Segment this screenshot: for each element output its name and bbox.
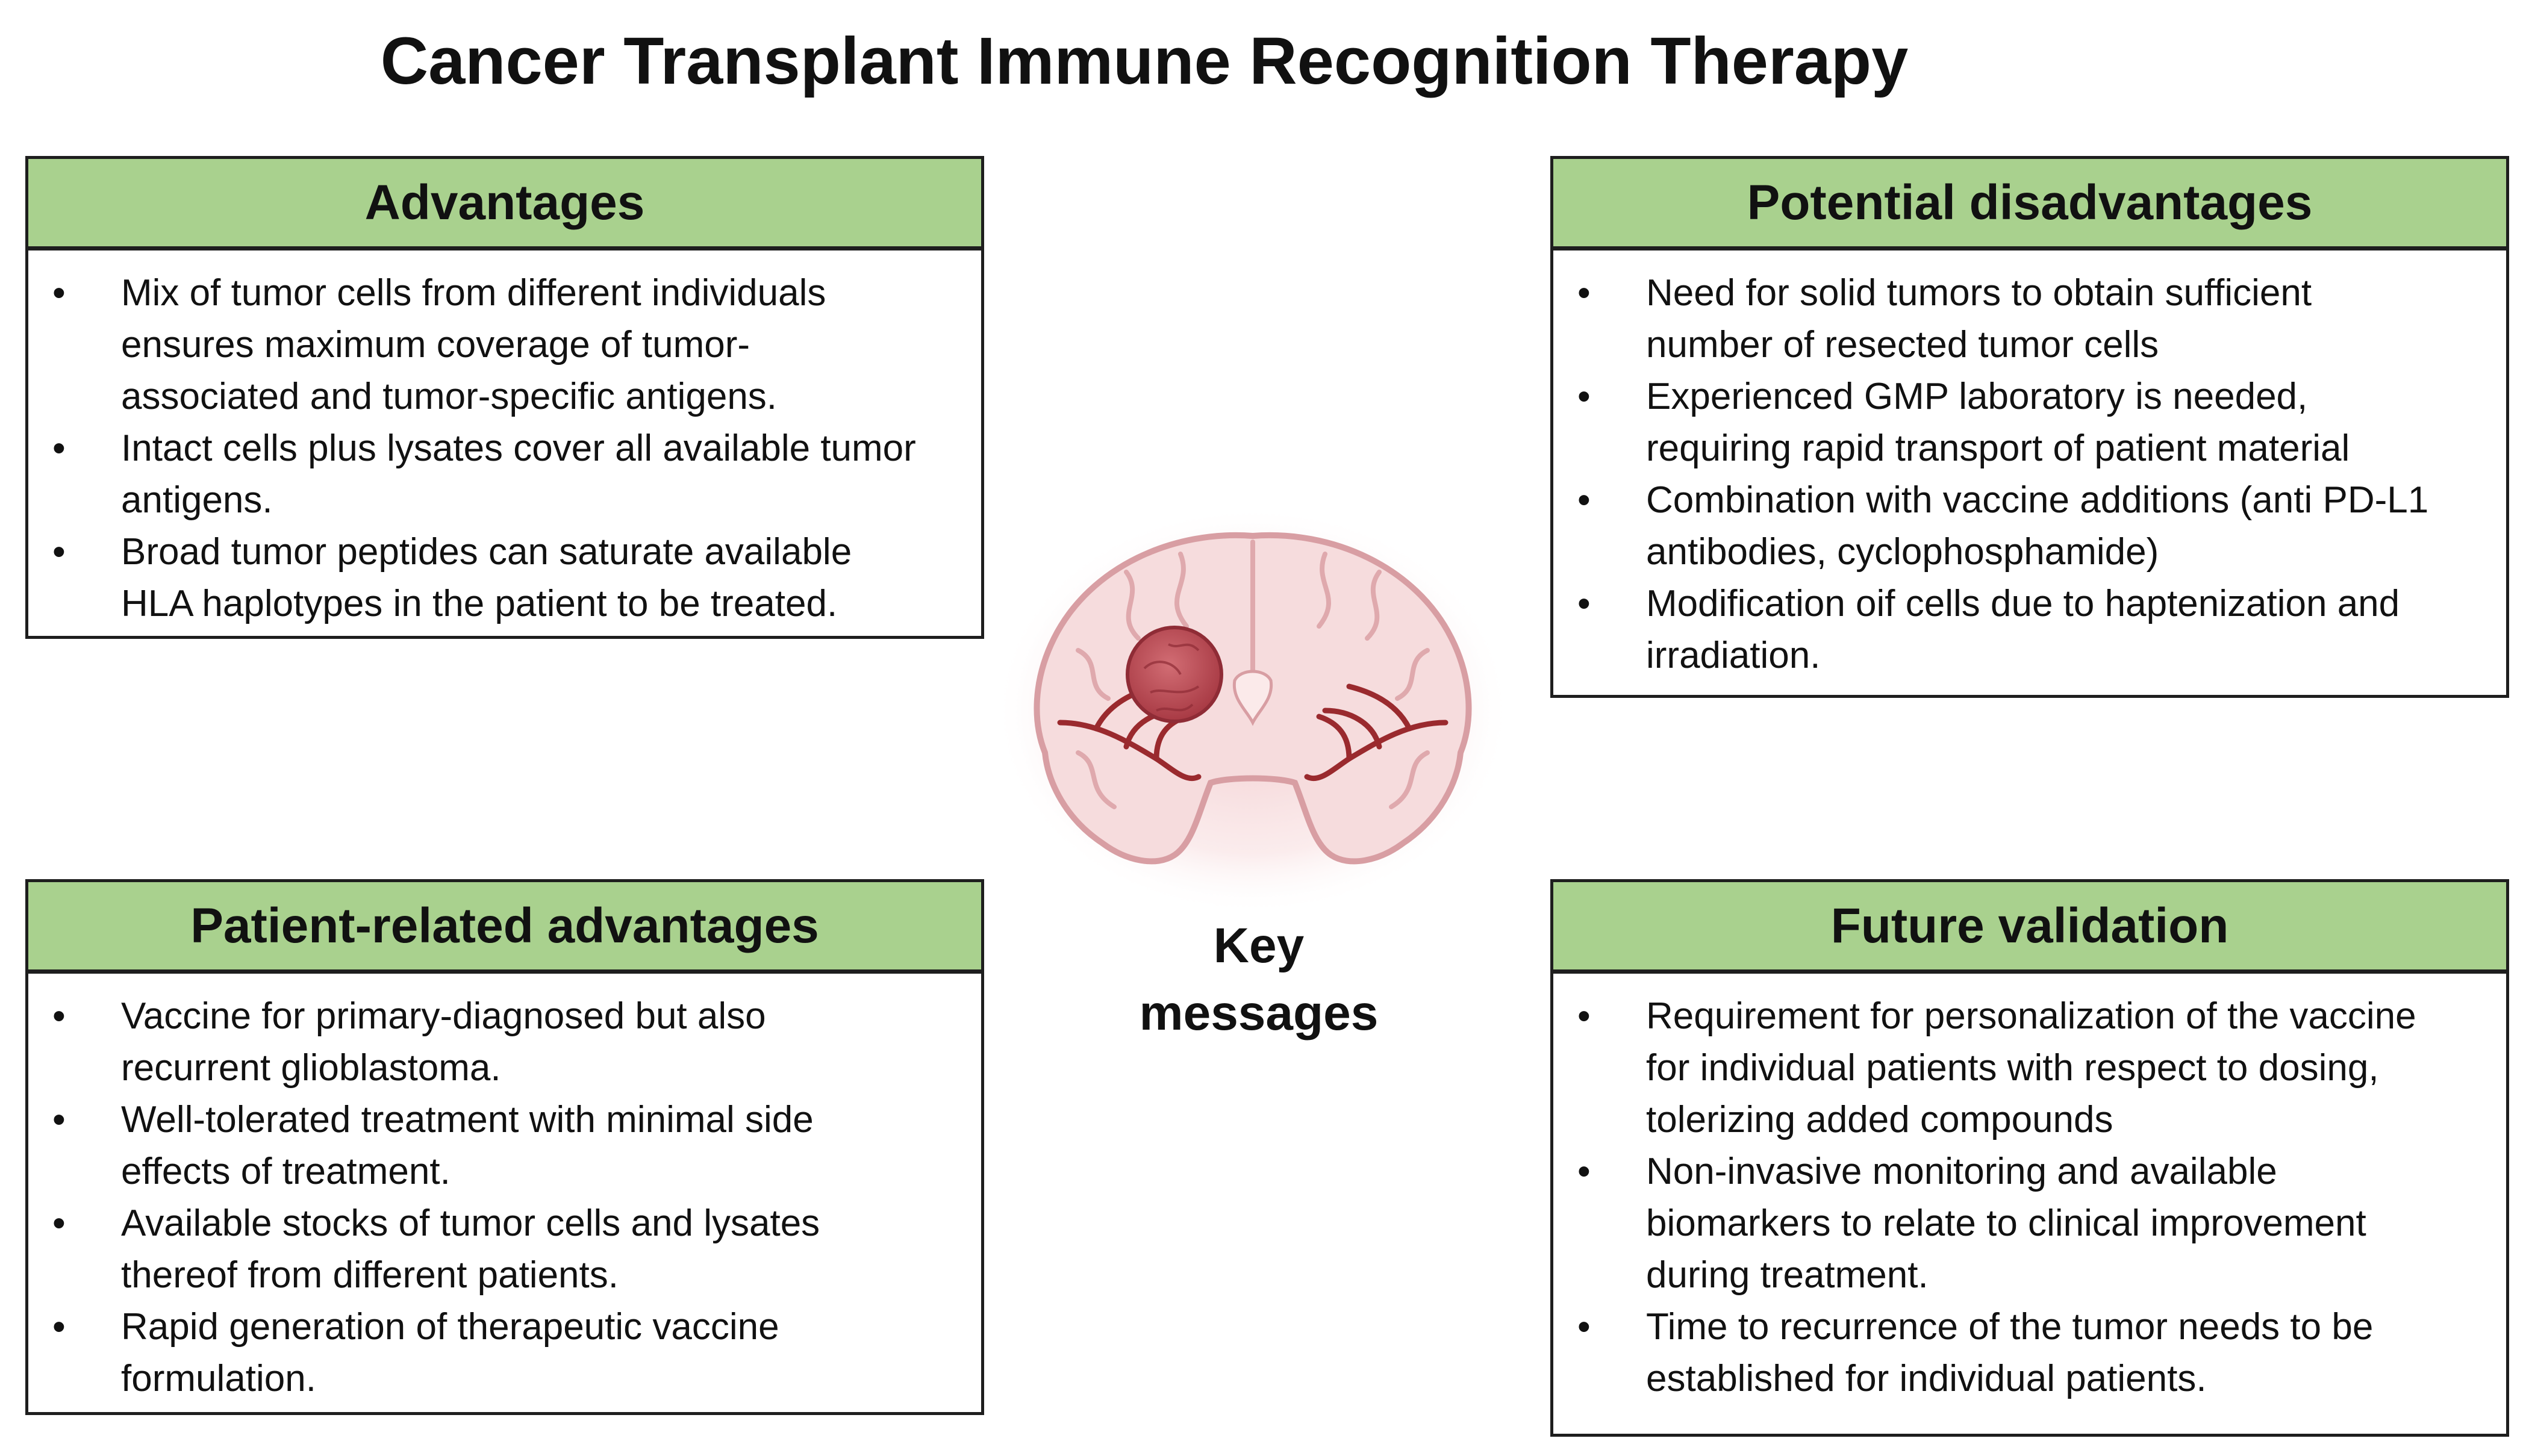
list-item: • Combination with vaccine additions (ant… [1577, 474, 2482, 578]
list-item-line: Combination with vaccine additions (anti… [1646, 479, 2429, 521]
patient-related-advantages-heading: Patient-related advantages [28, 882, 981, 974]
bullet-icon: • [52, 995, 66, 1037]
potential-disadvantages-list: • Need for solid tumors to obtain suffici… [1553, 250, 2506, 682]
list-item-line: associated and tumor-specific antigens. [121, 376, 778, 417]
list-item-line: biomarkers to relate to clinical improve… [1646, 1202, 2366, 1244]
key-messages-label: Key messages [1102, 912, 1415, 1047]
potential-disadvantages-heading: Potential disadvantages [1553, 159, 2506, 250]
bullet-icon: • [52, 272, 66, 314]
patient-related-advantages-list: • Vaccine for primary-diagnosed but also r… [28, 974, 981, 1405]
bullet-icon: • [52, 1099, 66, 1140]
ventricle [1232, 670, 1273, 726]
bullet-icon: • [52, 531, 66, 573]
list-item-line: for individual patients with respect to … [1646, 1047, 2379, 1089]
list-item-line: antibodies, cyclophosphamide) [1646, 531, 2159, 573]
future-validation-list: • Requirement for personalization of the … [1553, 974, 2506, 1405]
advantages-list: • Mix of tumor cells from different indiv… [28, 250, 981, 630]
list-item: • Requirement for personalization of the … [1577, 991, 2482, 1146]
list-item: • Rapid generation of therapeutic vaccine… [52, 1301, 957, 1405]
list-item-line: Time to recurrence of the tumor needs to… [1646, 1306, 2374, 1348]
bullet-icon: • [1577, 376, 1591, 417]
list-item: • Vaccine for primary-diagnosed but also r… [52, 991, 957, 1094]
list-item: • Need for solid tumors to obtain suffici… [1577, 267, 2482, 371]
list-item-line: Need for solid tumors to obtain sufficie… [1646, 272, 2312, 314]
list-item-line: formulation. [121, 1358, 316, 1399]
list-item-line: effects of treatment. [121, 1151, 451, 1192]
bullet-icon: • [1577, 995, 1591, 1037]
patient-related-advantages-panel: Patient-related advantages • Vaccine for … [25, 879, 984, 1415]
bullet-icon: • [1577, 1306, 1591, 1348]
brain-tumor-illustration [994, 506, 1512, 915]
tumor-mass [1126, 626, 1223, 723]
bullet-icon: • [1577, 583, 1591, 624]
list-item: • Well-tolerated treatment with minimal s… [52, 1094, 957, 1198]
list-item-line: Modification oif cells due to haptenizat… [1646, 583, 2400, 624]
list-item-line: Rapid generation of therapeutic vaccine [121, 1306, 779, 1348]
future-validation-panel: Future validation • Requirement for perso… [1550, 879, 2509, 1437]
list-item-line: Non-invasive monitoring and available [1646, 1151, 2277, 1192]
list-item-line: Intact cells plus lysates cover all avai… [121, 428, 916, 469]
bullet-icon: • [1577, 1151, 1591, 1192]
list-item-line: recurrent glioblastoma. [121, 1047, 501, 1089]
bullet-icon: • [1577, 479, 1591, 521]
list-item-line: during treatment. [1646, 1254, 1929, 1296]
list-item: • Experienced GMP laboratory is needed, re… [1577, 371, 2482, 474]
list-item-line: Experienced GMP laboratory is needed, [1646, 376, 2308, 417]
list-item-line: Mix of tumor cells from different indivi… [121, 272, 826, 314]
list-item-line: ensures maximum coverage of tumor- [121, 324, 750, 366]
list-item: • Mix of tumor cells from different indiv… [52, 267, 957, 423]
list-item-line: irradiation. [1646, 635, 1821, 676]
list-item-line: thereof from different patients. [121, 1254, 619, 1296]
tumor-texture [1143, 643, 1200, 712]
bullet-icon: • [1577, 272, 1591, 314]
list-item-line: HLA haplotypes in the patient to be trea… [121, 583, 838, 624]
list-item: • Time to recurrence of the tumor needs t… [1577, 1301, 2482, 1405]
list-item-line: established for individual patients. [1646, 1358, 2207, 1399]
gyri-folds [1076, 540, 1430, 809]
list-item-line: Vaccine for primary-diagnosed but also [121, 995, 766, 1037]
list-item-line: Well-tolerated treatment with minimal si… [121, 1099, 814, 1140]
list-item-line: Requirement for personalization of the v… [1646, 995, 2416, 1037]
bullet-icon: • [52, 1202, 66, 1244]
key-label-line-2: messages [1139, 986, 1379, 1041]
list-item-line: number of resected tumor cells [1646, 324, 2159, 366]
advantages-heading: Advantages [28, 159, 981, 250]
list-item-line: Broad tumor peptides can saturate availa… [121, 531, 852, 573]
list-item: • Broad tumor peptides can saturate avail… [52, 526, 957, 630]
list-item: • Modification oif cells due to hapteniza… [1577, 578, 2482, 682]
potential-disadvantages-panel: Potential disadvantages • Need for solid … [1550, 156, 2509, 698]
list-item-line: Available stocks of tumor cells and lysa… [121, 1202, 820, 1244]
list-item-line: tolerizing added compounds [1646, 1099, 2113, 1140]
key-label-line-1: Key [1213, 918, 1305, 973]
list-item: • Non-invasive monitoring and available bi… [1577, 1146, 2482, 1301]
list-item: • Available stocks of tumor cells and lys… [52, 1198, 957, 1301]
page-title: Cancer Transplant Immune Recognition The… [380, 24, 1909, 98]
bullet-icon: • [52, 1306, 66, 1348]
advantages-panel: Advantages • Mix of tumor cells from diff… [25, 156, 984, 639]
list-item-line: requiring rapid transport of patient mat… [1646, 428, 2350, 469]
future-validation-heading: Future validation [1553, 882, 2506, 974]
bullet-icon: • [52, 428, 66, 469]
list-item-line: antigens. [121, 479, 273, 521]
list-item: • Intact cells plus lysates cover all ava… [52, 423, 957, 526]
